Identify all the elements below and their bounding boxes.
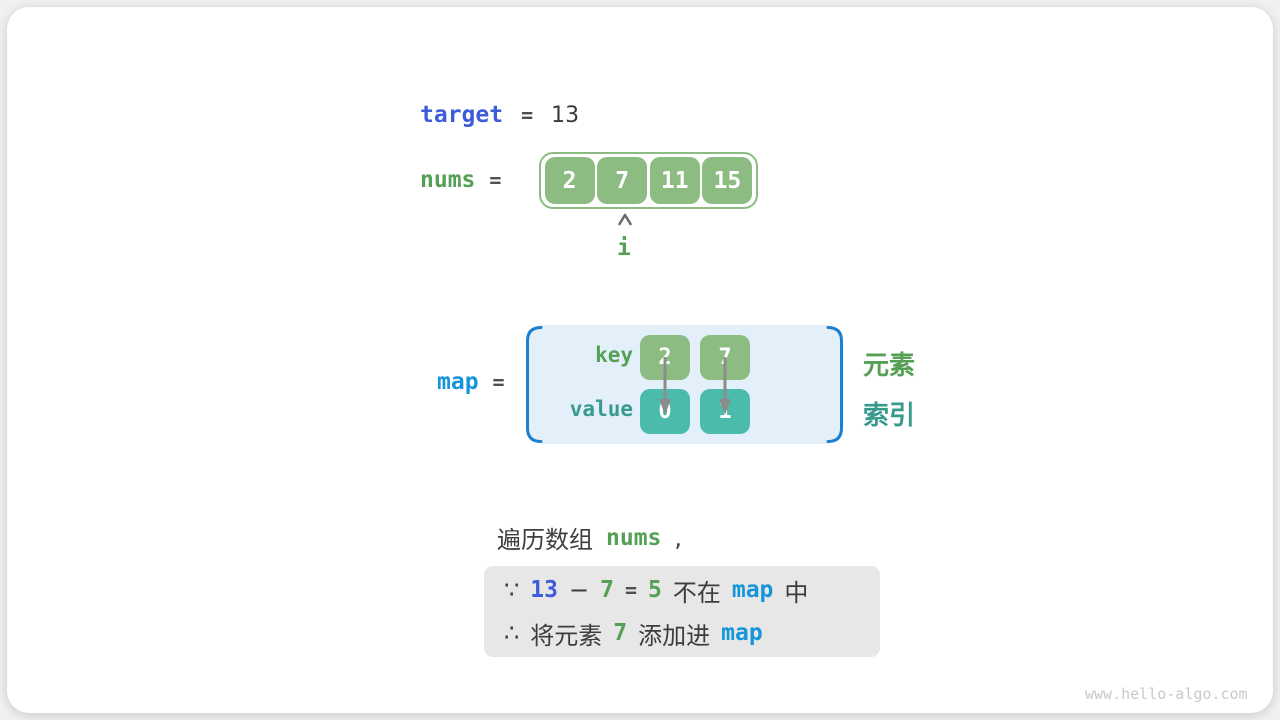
map-equals: =: [492, 370, 505, 394]
note-map-code-2: map: [721, 620, 763, 646]
because-symbol: ∵: [504, 576, 520, 604]
note-add-text-1: 将元素: [530, 621, 603, 650]
nums-cell-0: 2: [544, 157, 595, 204]
nums-cell-1: 7: [597, 157, 648, 204]
note-minuend: 13: [530, 577, 558, 603]
element-side-label: 元素: [863, 351, 916, 381]
diagram-card: target = 13 nums = 2 7 11 15 i map = key…: [7, 7, 1273, 713]
note-map-code-1: map: [731, 577, 774, 603]
map-assignment: map =: [437, 369, 505, 395]
note-added-number: 7: [613, 620, 628, 646]
note-difference: 5: [648, 577, 662, 603]
note-subtrahend: 7: [600, 577, 614, 603]
note-add-text-2: 添加进: [638, 621, 711, 650]
key-to-value-arrow-icon: [719, 357, 731, 415]
index-pointer-caret-icon: [618, 213, 632, 226]
target-keyword: target: [420, 102, 504, 128]
target-assignment: target = 13: [420, 102, 579, 128]
target-value: 13: [551, 102, 580, 128]
map-value-label: value: [569, 397, 633, 421]
map-panel: key value 2 7 0 1: [526, 325, 843, 444]
nums-cell-2: 11: [649, 157, 700, 204]
nums-array: 2 7 11 15: [539, 152, 758, 209]
note-line-1: ∵ 13 − 7 = 5 不在 map 中: [504, 573, 880, 608]
nums-keyword: nums: [420, 167, 476, 193]
therefore-symbol: ∴: [504, 619, 520, 647]
caption-comma: ,: [674, 523, 683, 552]
caption-nums-code: nums: [606, 524, 662, 551]
note-not-in-text: 不在: [672, 578, 721, 607]
watermark: www.hello-algo.com: [1085, 685, 1248, 703]
nums-assignment: nums =: [420, 167, 501, 193]
map-left-bracket-icon: [526, 326, 543, 443]
caption-prefix: 遍历数组: [497, 526, 593, 554]
note-line-2: ∴ 将元素 7 添加进 map: [504, 616, 880, 651]
map-key-label: key: [595, 343, 633, 367]
note-minus: −: [568, 576, 590, 604]
note-box: ∵ 13 − 7 = 5 不在 map 中 ∴ 将元素 7 添加进 map: [484, 566, 880, 657]
note-equals: =: [624, 578, 637, 602]
target-equals: =: [521, 103, 534, 127]
index-side-label: 索引: [863, 401, 916, 431]
note-in-suffix: 中: [784, 578, 809, 607]
nums-equals: =: [489, 168, 502, 192]
caption: 遍历数组 nums ,: [497, 520, 682, 555]
index-pointer-label: i: [617, 235, 631, 261]
key-to-value-arrow-icon: [659, 357, 671, 415]
map-keyword: map: [437, 369, 479, 395]
nums-cell-3: 15: [702, 157, 753, 204]
map-right-bracket-icon: [826, 326, 843, 443]
